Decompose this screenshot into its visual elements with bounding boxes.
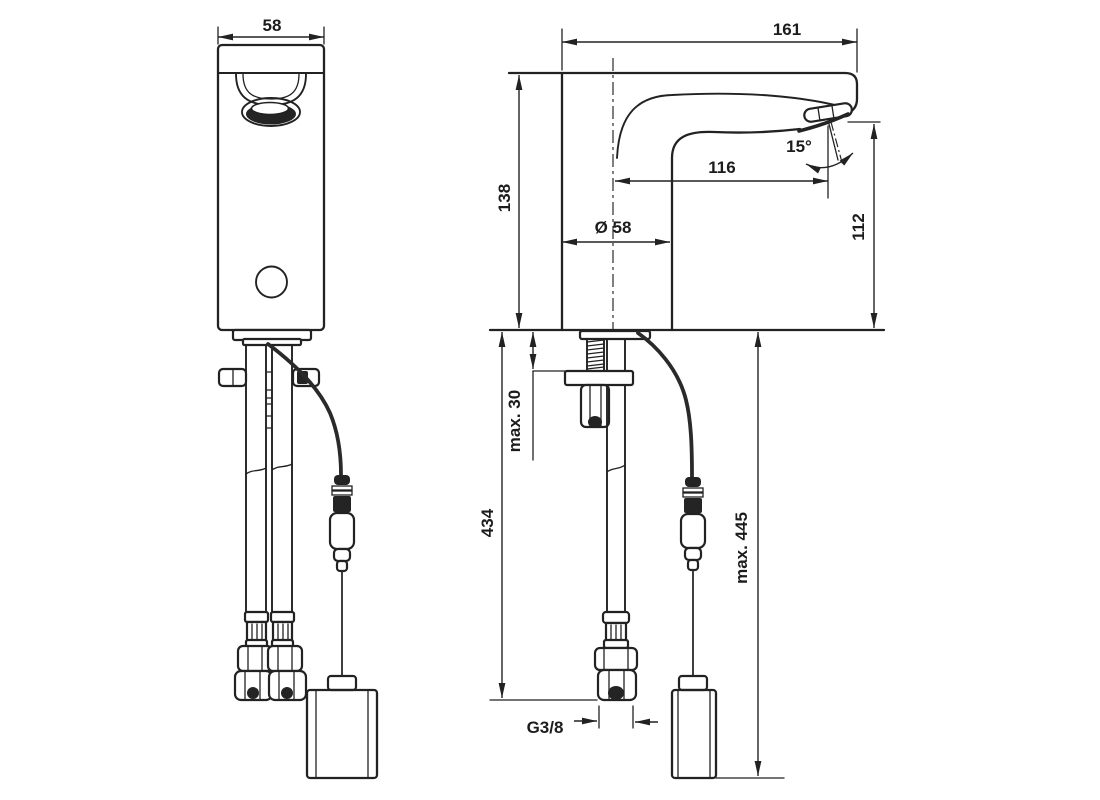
control-box-front [305,674,379,780]
cable-length-dimension: max. 445 [732,332,762,776]
sensor-button [255,265,288,299]
front-width-dimension: 58 [217,16,325,45]
spout-angle-label: 15° [786,137,812,156]
thread-size-label: G3/8 [527,718,564,737]
cable-connector-front [328,475,356,573]
outlet-height-label: 112 [849,213,868,240]
base-diameter-label: Ø 58 [595,218,632,237]
front-view: 58 [216,16,379,780]
supply-hose-side [593,384,639,702]
thread-size-callout: G3/8 [527,705,658,737]
supply-hoses-front [245,344,293,613]
control-box-side [670,674,785,780]
threaded-rod [586,338,605,371]
spout-angle-dimension: 15° [786,121,854,174]
front-width-label: 58 [263,16,282,35]
spout-reach-dimension: 116 [615,125,829,199]
height-dimension: 138 [495,75,523,328]
spout-reach-label: 116 [708,158,735,177]
mounting-assembly-side [563,329,652,429]
sensor-cable-side [636,331,707,677]
outlet-height-dimension: 112 [847,121,881,328]
base-flange-front [231,328,313,347]
side-view: 161 138 Ø 58 [478,20,886,780]
depth-dimension: 161 [561,20,858,73]
deck-thickness-label: max. 30 [505,390,524,452]
faucet-body-front [216,43,326,332]
sensor-cable-front [266,342,356,677]
hose-length-label: 434 [478,508,497,537]
cable-length-label: max. 445 [732,512,751,584]
cable-connector-side [679,477,707,572]
hose-length-dimension: 434 [478,332,598,701]
spout-outlet-front [241,97,301,127]
mounting-nut [579,383,611,429]
hose-fittings-front [233,610,308,702]
hose-connector-side [593,610,639,702]
faucet-body-side [507,58,859,332]
depth-label: 161 [773,20,801,39]
base-diameter-dimension: Ø 58 [562,218,670,246]
aerator [797,102,853,133]
mounting-plate [563,369,635,387]
height-label: 138 [495,184,514,212]
deck-thickness-dimension: max. 30 [505,332,566,461]
